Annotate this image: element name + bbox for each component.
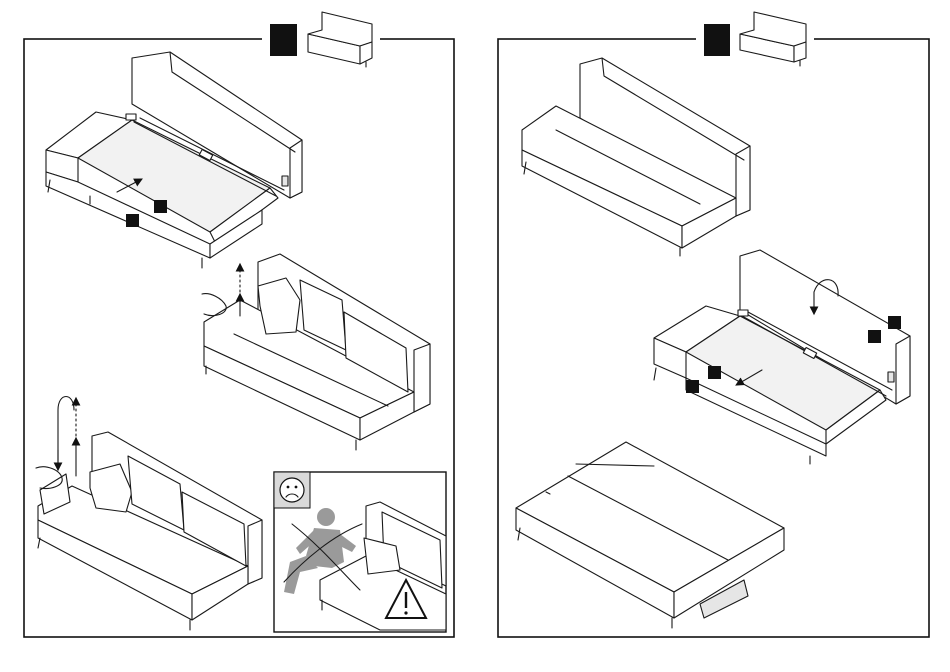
sofa-lower-backrest [36, 397, 262, 631]
bed-unfolded [516, 442, 784, 628]
right-panel [498, 8, 929, 637]
step-marker-icon [704, 24, 730, 56]
left-panel [24, 8, 454, 637]
sad-face-icon [280, 478, 304, 502]
sofa-storage-open [46, 52, 302, 268]
step-marker-icon [270, 24, 297, 56]
warning-inset [274, 472, 446, 632]
sofa-raise-backrest [202, 254, 430, 450]
sofa-fold-back [654, 250, 910, 464]
sofa-closed [522, 58, 750, 256]
left-header [262, 8, 380, 70]
right-header [696, 8, 814, 70]
